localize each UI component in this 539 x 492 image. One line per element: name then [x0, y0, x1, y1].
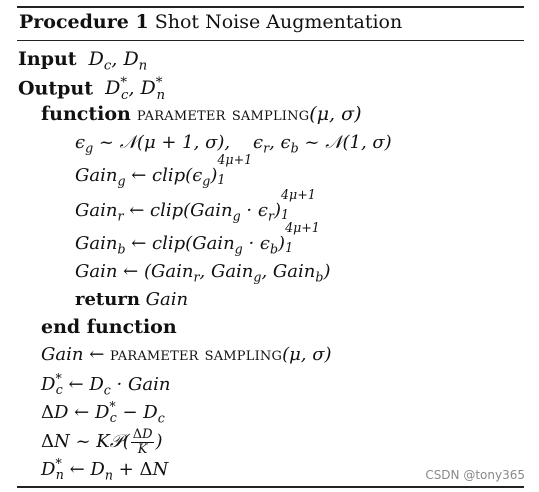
function-header: function parameter sampling(μ, σ) — [41, 105, 362, 124]
return-keyword: return — [75, 289, 140, 310]
step-noisy-update: D*n ← Dn + ΔN — [41, 456, 169, 483]
output-vars: D*c, D*n — [105, 76, 166, 103]
bottom-rule — [17, 486, 524, 488]
header-rule — [17, 40, 524, 41]
step-clean-scale: D*c ← Dc · Gain — [41, 371, 171, 398]
function-keyword: function — [41, 103, 131, 125]
return-line: return Gain — [75, 291, 188, 309]
algorithm-name: Shot Noise Augmentation — [154, 11, 403, 33]
input-line: Input Dc, Dn — [18, 50, 147, 73]
step-delta-d: ΔD ← D*c − Dc — [41, 399, 165, 426]
output-keyword: Output — [18, 77, 94, 100]
gain-tuple-line: Gain ← (Gainr, Gaing, Gainb) — [75, 261, 331, 285]
top-rule — [17, 6, 524, 8]
watermark: CSDN @tony365 — [425, 468, 525, 482]
input-keyword: Input — [18, 48, 77, 70]
return-value: Gain — [145, 289, 189, 310]
step-sample-gain: Gain ← parameter sampling(μ, σ) — [41, 344, 332, 365]
algorithm-title: Procedure 1 Shot Noise Augmentation — [19, 13, 402, 32]
function-args: (μ, σ) — [309, 103, 362, 125]
output-line: Output D*c, D*n — [18, 77, 165, 102]
input-vars: Dc, Dn — [88, 48, 148, 74]
epsilon-sampling: ϵg ~ 𝒩(μ + 1, σ), ϵr, ϵb ~ 𝒩(1, σ) — [75, 132, 392, 156]
end-function-line: end function — [41, 316, 177, 338]
algorithm-label: Procedure 1 — [19, 11, 149, 33]
function-name: parameter sampling — [136, 103, 310, 125]
